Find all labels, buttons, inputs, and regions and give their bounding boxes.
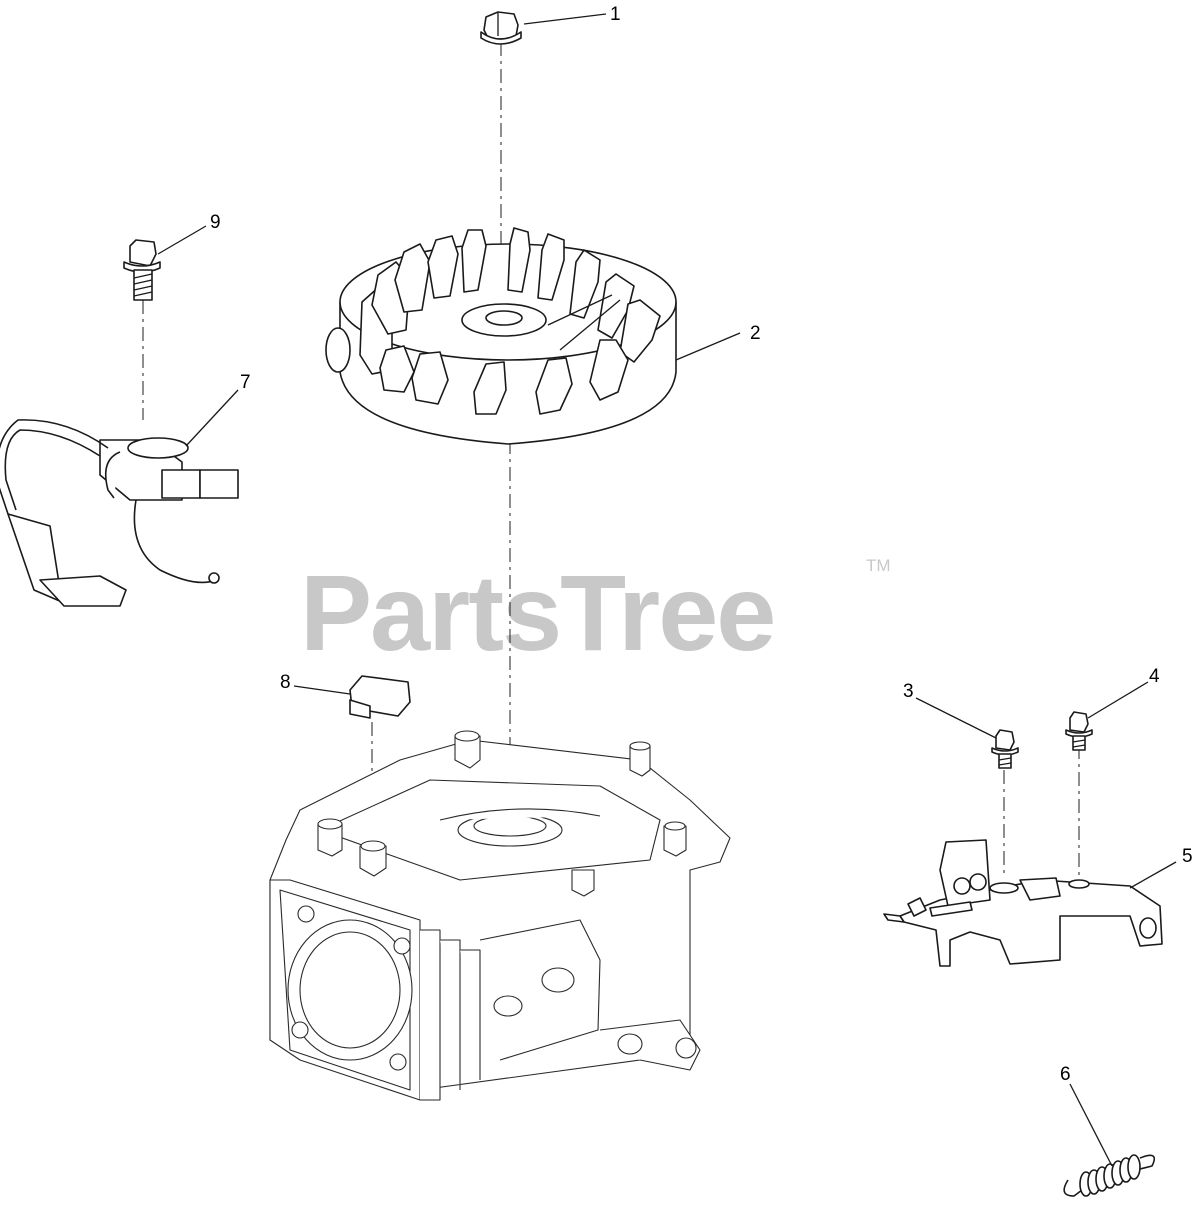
leader-8 <box>293 685 351 695</box>
flywheel-part[interactable] <box>325 227 677 445</box>
callout-1[interactable]: 1 <box>610 4 621 25</box>
leader-4 <box>1087 681 1149 719</box>
leader-9 <box>157 225 207 255</box>
cooling-fins <box>420 929 481 1101</box>
callout-2[interactable]: 2 <box>750 323 761 344</box>
callout-8[interactable]: 8 <box>280 672 291 693</box>
leader-6 <box>1069 1083 1113 1167</box>
callout-5[interactable]: 5 <box>1182 846 1193 867</box>
watermark-brand: PartsTree <box>300 552 774 673</box>
bolt-9-threads <box>133 273 153 297</box>
flange-nut-part[interactable] <box>480 11 522 45</box>
callout-7[interactable]: 7 <box>240 372 251 393</box>
callout-4[interactable]: 4 <box>1149 666 1160 687</box>
block-bosses <box>317 730 687 897</box>
flange-bolt-9-part[interactable] <box>123 239 161 301</box>
leader-7 <box>185 389 239 447</box>
engine-block <box>269 730 731 1101</box>
flywheel-key-part[interactable] <box>349 675 411 719</box>
screw-3-part[interactable] <box>991 729 1019 769</box>
watermark-trademark: TM <box>866 556 891 575</box>
leader-2 <box>675 332 741 361</box>
leader-1 <box>523 13 607 25</box>
watermark: PartsTree TM <box>300 552 891 673</box>
ignition-coil-part[interactable] <box>0 419 239 607</box>
callout-3[interactable]: 3 <box>903 681 914 702</box>
leader-lines <box>157 13 1177 1167</box>
throttle-bracket-part[interactable] <box>883 839 1163 967</box>
extension-spring-part[interactable] <box>1063 1154 1156 1197</box>
leader-3 <box>915 697 997 739</box>
callout-9[interactable]: 9 <box>210 212 221 233</box>
center-lines <box>142 42 1080 878</box>
callout-numbers: 1 2 3 4 5 6 7 8 9 <box>210 4 1193 1085</box>
spring-coils <box>1079 1154 1141 1197</box>
leader-5 <box>1129 861 1177 889</box>
screw-4-part[interactable] <box>1065 711 1093 751</box>
flywheel-fins <box>359 227 661 415</box>
callout-6[interactable]: 6 <box>1060 1064 1071 1085</box>
